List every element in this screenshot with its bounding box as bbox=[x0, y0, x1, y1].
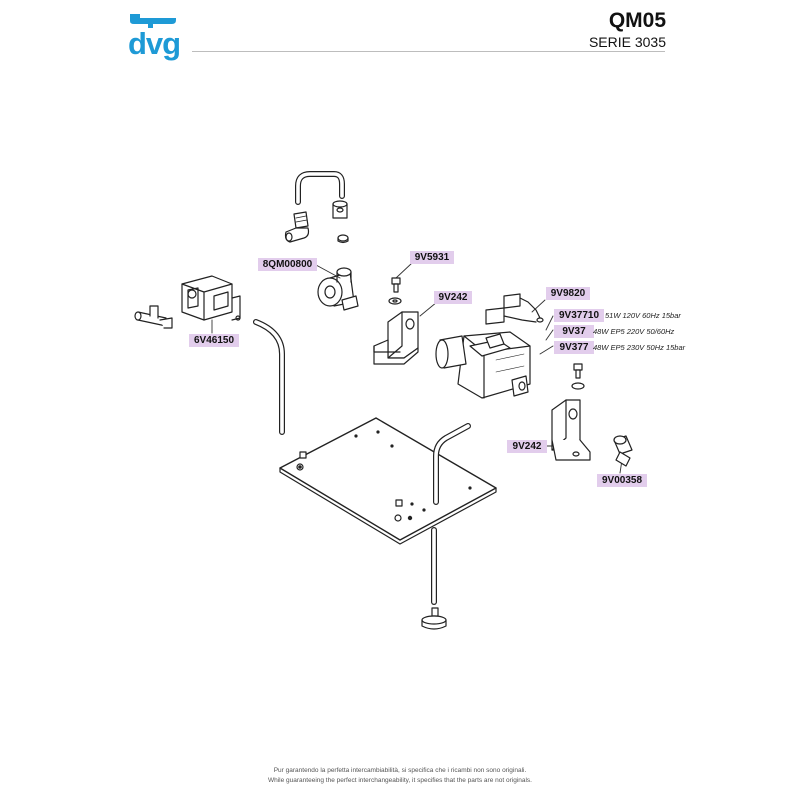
part-label-9V9820[interactable]: 9V9820 bbox=[546, 287, 590, 300]
bracket-lower bbox=[551, 399, 591, 461]
bracket-upper bbox=[373, 311, 419, 365]
footer-disclaimer-en: While guaranteeing the perfect interchan… bbox=[267, 777, 532, 784]
plate-screws bbox=[299, 451, 403, 507]
foot bbox=[421, 607, 447, 630]
tee-fitting bbox=[134, 305, 173, 329]
spec-9V377: 48W EP5 230V 50Hz 15bar bbox=[593, 343, 686, 352]
elbow-fitting-small bbox=[613, 435, 633, 467]
dvg-logo-icon bbox=[130, 14, 176, 28]
tube-center bbox=[433, 423, 471, 505]
top-hose bbox=[295, 171, 345, 205]
part-label-9V377[interactable]: 9V377 bbox=[554, 341, 594, 354]
part-label-9V00358[interactable]: 9V00358 bbox=[597, 474, 647, 487]
part-label-9V5931[interactable]: 9V5931 bbox=[410, 251, 454, 264]
part-label-9V242-lower[interactable]: 9V242 bbox=[507, 440, 547, 453]
tube-left bbox=[253, 319, 285, 435]
part-label-8QM00800[interactable]: 8QM00800 bbox=[258, 258, 317, 271]
footer-disclaimer-it: Pur garantendo la perfetta intercambiabi… bbox=[273, 767, 527, 774]
part-label-6V46150[interactable]: 6V46150 bbox=[189, 334, 239, 347]
logo-text: dvg bbox=[128, 26, 181, 61]
flowmeter-part bbox=[317, 267, 359, 311]
leader-lines bbox=[211, 262, 623, 474]
nut-cap bbox=[332, 200, 349, 244]
spec-9V37: 48W EP5 220V 50/60Hz bbox=[593, 327, 675, 336]
series-subtitle: SERIE 3035 bbox=[588, 34, 666, 50]
part-label-9V37710[interactable]: 9V37710 bbox=[554, 309, 604, 322]
elbow-fitting bbox=[284, 211, 310, 243]
vibration-pump bbox=[435, 331, 531, 399]
header-divider bbox=[192, 51, 665, 52]
part-label-9V37[interactable]: 9V37 bbox=[554, 325, 594, 338]
spec-9V37710: 51W 120V 60Hz 15bar bbox=[605, 311, 681, 320]
solenoid-valve bbox=[181, 275, 241, 321]
screw-washer-lower bbox=[571, 363, 585, 390]
screw-washer-upper bbox=[388, 277, 402, 305]
cable-connector bbox=[485, 293, 544, 325]
model-title: QM05 bbox=[608, 9, 666, 32]
base-plate bbox=[279, 417, 497, 545]
part-label-9V242-upper[interactable]: 9V242 bbox=[434, 291, 472, 304]
